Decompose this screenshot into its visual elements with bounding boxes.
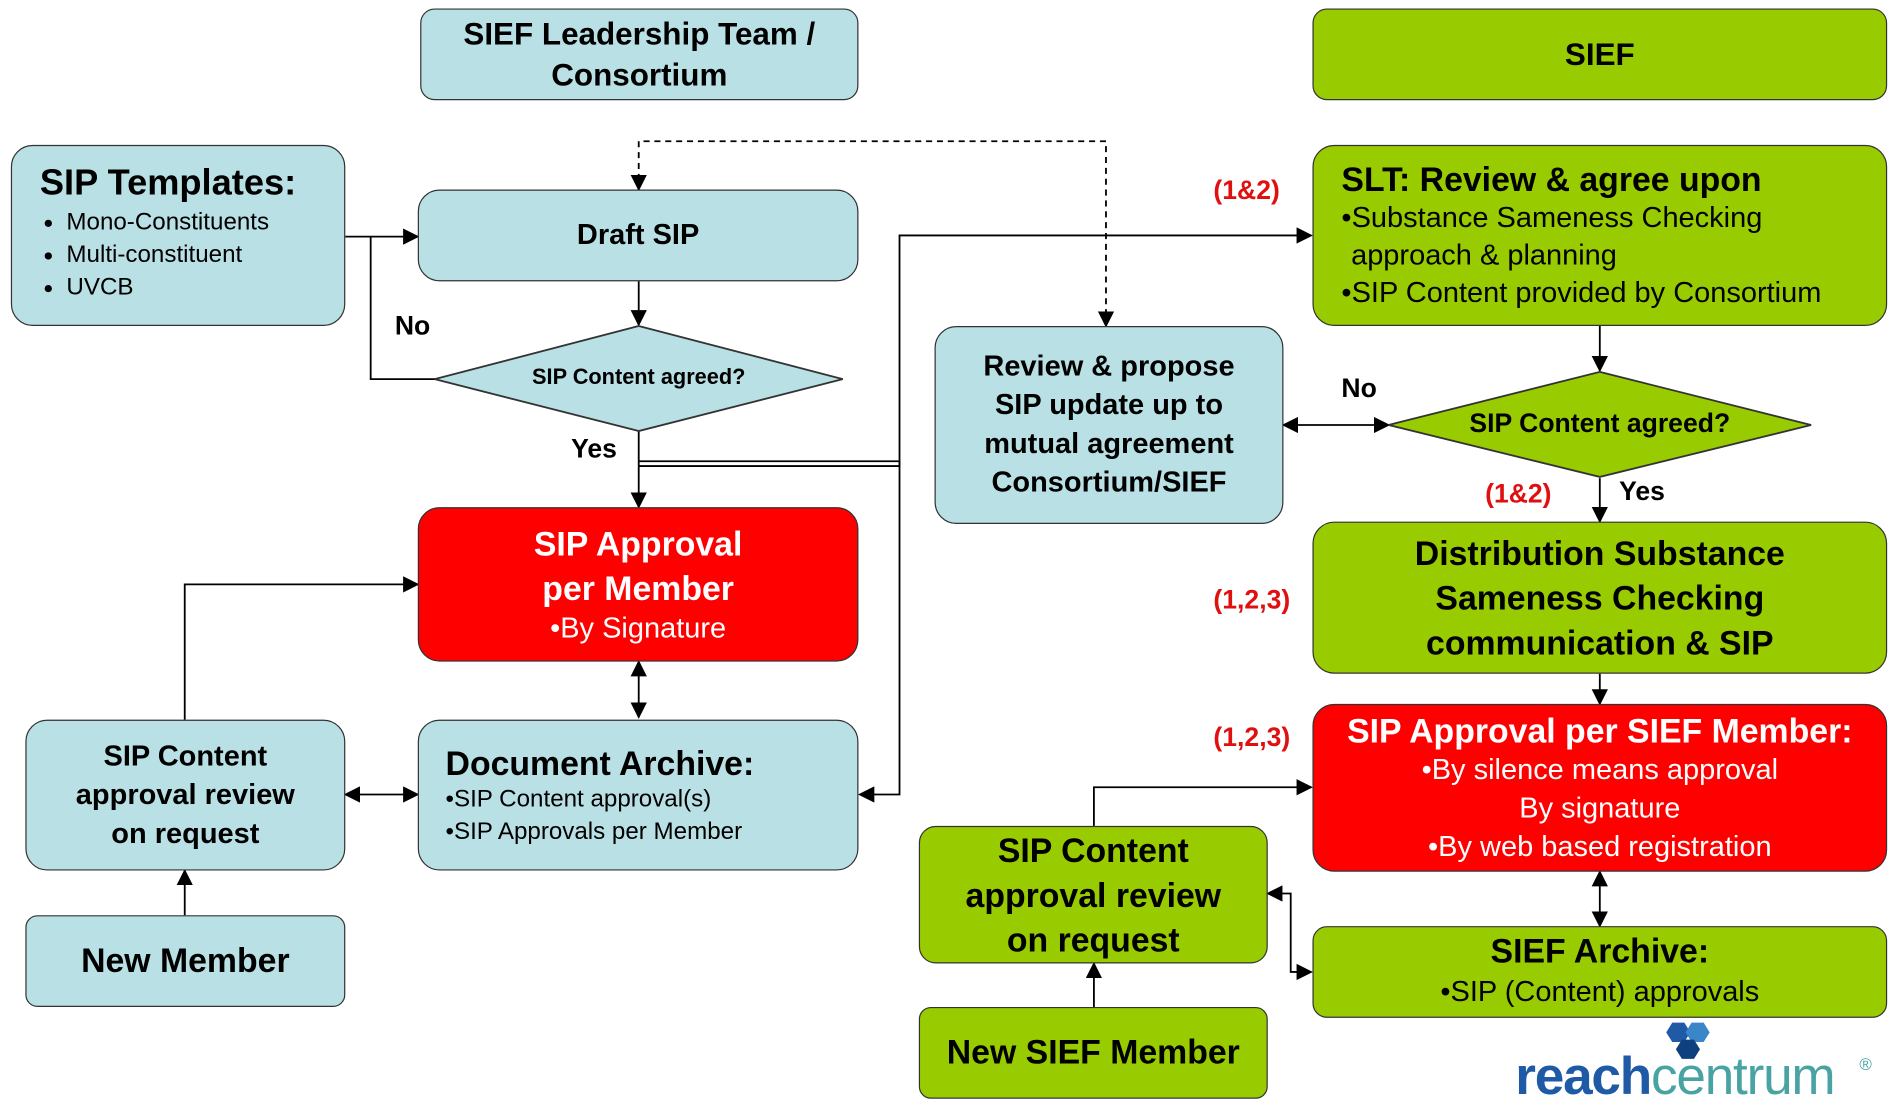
sip-approval-member-box: SIP Approval per Member •By Signature <box>417 507 859 662</box>
arrow-review-to-approval <box>183 576 420 720</box>
decision-diamond-right <box>1388 370 1812 478</box>
template-item: UVCB <box>66 272 269 305</box>
header-leadership-text: SIEF Leadership Team / Consortium <box>463 15 816 93</box>
sip-approval-sief-box: SIP Approval per SIEF Member: •By silenc… <box>1312 703 1888 872</box>
arrow-no-loop <box>369 236 435 381</box>
review-left-line3: on request <box>111 816 260 850</box>
archive-item: •SIP Approvals per Member <box>445 818 743 846</box>
distribution-line2: Sameness Checking <box>1435 578 1765 617</box>
approval-bullet: •By Signature <box>550 612 727 645</box>
arrow-sief-review-archive <box>1266 885 1313 981</box>
review-request-box-left: SIP Content approval review on request <box>25 719 346 871</box>
annotation-distribution: (1,2,3) <box>1213 584 1291 615</box>
header-sief: SIEF <box>1312 8 1888 101</box>
propose-line4: Consortium/SIEF <box>991 466 1227 499</box>
header-sief-text: SIEF <box>1564 35 1635 72</box>
template-item: Multi-constituent <box>66 239 269 272</box>
sief-approval-title: SIP Approval per SIEF Member: <box>1347 712 1853 750</box>
sief-approval-line3: •By web based registration <box>1428 830 1772 864</box>
logo-text-reach: reach <box>1515 1046 1652 1096</box>
sief-approval-line1: •By silence means approval <box>1421 753 1779 787</box>
slt-line2: approach & planning <box>1351 239 1617 272</box>
review-left-line1: SIP Content <box>103 739 268 773</box>
draft-sip-box: Draft SIP <box>417 189 859 282</box>
annotation-approval: (1,2,3) <box>1213 722 1291 753</box>
new-sief-member-box: New SIEF Member <box>918 1006 1268 1099</box>
yes-label-left: Yes <box>571 433 617 464</box>
decision-diamond-left <box>434 325 843 432</box>
annotation-yes: (1&2) <box>1485 478 1552 509</box>
approval-line1: SIP Approval <box>533 525 743 563</box>
distribution-line1: Distribution Substance <box>1414 534 1785 572</box>
review-right-line3: on request <box>1006 920 1180 959</box>
review-left-line2: approval review <box>75 778 295 811</box>
review-right-line2: approval review <box>965 875 1222 914</box>
sief-archive-title: SIEF Archive: <box>1490 932 1710 970</box>
sief-archive-box: SIEF Archive: •SIP (Content) approvals <box>1312 926 1888 1018</box>
dashed-feedback <box>630 140 1115 328</box>
approval-line2: per Member <box>542 569 734 608</box>
propose-line2: SIP update up to <box>994 388 1224 422</box>
yes-label-right: Yes <box>1619 475 1665 506</box>
slt-title: SLT: Review & agree upon <box>1341 160 1762 199</box>
annotation-slt: (1&2) <box>1213 175 1280 206</box>
propose-line3: mutual agreement <box>984 427 1234 461</box>
slt-review-box: SLT: Review & agree upon •Substance Same… <box>1312 144 1888 326</box>
logo-text-centrum: centrum <box>1651 1046 1836 1096</box>
slt-line3: •SIP Content provided by Consortium <box>1341 276 1822 310</box>
reachcentrum-logo: reachcentrum ® <box>1515 1020 1892 1095</box>
draft-sip-label: Draft SIP <box>576 218 700 252</box>
sief-approval-line2: By signature <box>1519 792 1681 825</box>
review-right-line1: SIP Content <box>997 831 1189 869</box>
distribution-box: Distribution Substance Sameness Checking… <box>1312 521 1888 674</box>
review-request-box-right: SIP Content approval review on request <box>918 825 1268 964</box>
propose-line1: Review & propose <box>983 350 1235 383</box>
new-member-label: New Member <box>81 941 290 980</box>
sief-archive-line1: •SIP (Content) approvals <box>1440 975 1760 1009</box>
sip-templates-title: SIP Templates: <box>39 162 297 203</box>
document-archive-title: Document Archive: <box>445 744 755 783</box>
no-label-right: No <box>1341 373 1377 404</box>
header-leadership: SIEF Leadership Team / Consortium <box>420 8 859 101</box>
logo-registered-mark: ® <box>1859 1054 1872 1074</box>
review-propose-box: Review & propose SIP update up to mutual… <box>934 325 1284 525</box>
document-archive-box: Document Archive: •SIP Content approval(… <box>417 719 859 871</box>
template-item: Mono-Constituents <box>66 206 269 239</box>
arrow-sief-review-to-approval <box>1092 779 1313 826</box>
logo-hexagons-icon <box>1666 1022 1710 1059</box>
archive-item: •SIP Content approval(s) <box>445 786 712 813</box>
arrow-to-doc-archive <box>858 461 901 803</box>
no-label-left: No <box>394 310 431 341</box>
new-sief-member-label: New SIEF Member <box>946 1033 1240 1071</box>
new-member-box: New Member <box>25 915 346 1007</box>
sip-templates-box: SIP Templates: Mono-Constituents Multi-c… <box>10 144 346 326</box>
decision-left-label: SIP Content agreed? <box>532 364 746 389</box>
distribution-line3: communication & SIP <box>1426 623 1774 662</box>
slt-line1: •Substance Sameness Checking <box>1341 201 1763 235</box>
decision-right-label: SIP Content agreed? <box>1469 408 1731 439</box>
